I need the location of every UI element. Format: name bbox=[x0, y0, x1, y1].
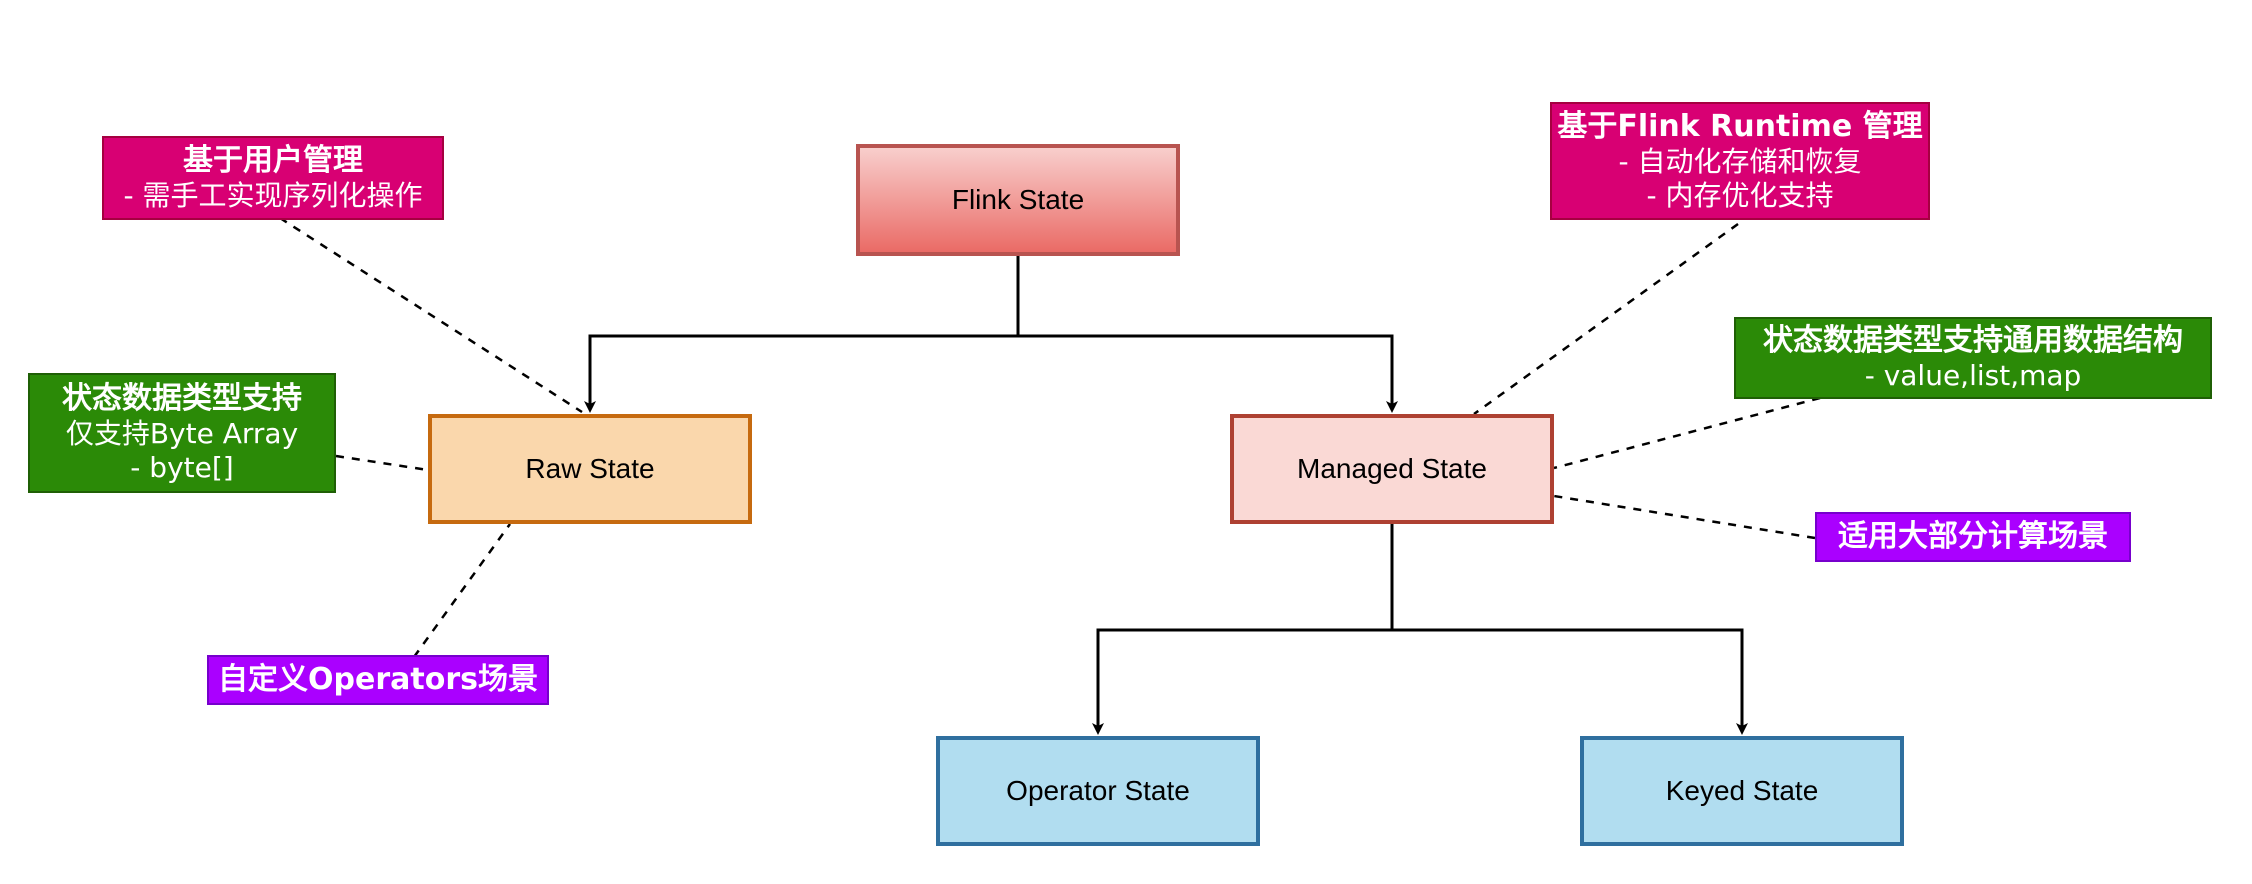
flink-state-label: Flink State bbox=[951, 184, 1085, 215]
note-runtime-managed-title: 基于Flink Runtime 管理 bbox=[1557, 108, 1923, 144]
managed-state-node[interactable]: Managed State bbox=[1230, 414, 1554, 524]
note-runtime-managed-line1: - 自动化存储和恢复 bbox=[1618, 145, 1862, 179]
note-raw-types-line1: 仅支持Byte Array bbox=[65, 417, 299, 451]
note-managed-types-line1: - value,list,map bbox=[1864, 359, 2082, 393]
note-general-use-title: 适用大部分计算场景 bbox=[1838, 518, 2108, 554]
note-user-managed-title: 基于用户管理 bbox=[183, 142, 363, 178]
link-runtime-to-managed bbox=[1473, 222, 1739, 416]
note-user-managed-line1: - 需手工实现序列化操作 bbox=[123, 179, 423, 213]
edge-flink-to-raw bbox=[584, 256, 1020, 413]
note-custom-operators[interactable]: 自定义Operators场景 bbox=[207, 655, 549, 705]
operator-state-node[interactable]: Operator State bbox=[936, 736, 1260, 846]
flink-state-node[interactable]: Flink State bbox=[856, 144, 1180, 256]
managed-state-label: Managed State bbox=[1297, 453, 1487, 484]
edge-managed-to-keyed bbox=[1392, 628, 1748, 735]
note-raw-types[interactable]: 状态数据类型支持 仅支持Byte Array - byte[] bbox=[28, 373, 336, 493]
note-managed-types[interactable]: 状态数据类型支持通用数据结构 - value,list,map bbox=[1734, 317, 2212, 399]
note-raw-types-title: 状态数据类型支持 bbox=[62, 380, 302, 416]
link-mgtypes-to-managed bbox=[1553, 396, 1821, 470]
keyed-state-node[interactable]: Keyed State bbox=[1580, 736, 1904, 846]
note-user-managed[interactable]: 基于用户管理 - 需手工实现序列化操作 bbox=[102, 136, 444, 220]
link-rawtypes-to-raw bbox=[335, 454, 429, 472]
edge-managed-to-operator bbox=[1092, 524, 1394, 735]
raw-state-node[interactable]: Raw State bbox=[428, 414, 752, 524]
note-raw-types-line2: - byte[] bbox=[130, 451, 234, 485]
note-custom-operators-title: 自定义Operators场景 bbox=[218, 661, 538, 697]
raw-state-label: Raw State bbox=[525, 453, 655, 484]
keyed-state-label: Keyed State bbox=[1665, 775, 1819, 806]
edge-flink-to-managed bbox=[1018, 334, 1398, 413]
note-general-use[interactable]: 适用大部分计算场景 bbox=[1815, 512, 2131, 562]
note-managed-types-title: 状态数据类型支持通用数据结构 bbox=[1763, 322, 2183, 358]
link-custom-to-raw bbox=[412, 523, 512, 658]
link-user-to-raw bbox=[279, 216, 583, 414]
operator-state-label: Operator State bbox=[1006, 775, 1190, 806]
note-runtime-managed[interactable]: 基于Flink Runtime 管理 - 自动化存储和恢复 - 内存优化支持 bbox=[1550, 102, 1930, 220]
link-general-to-managed bbox=[1553, 494, 1816, 540]
note-runtime-managed-line2: - 内存优化支持 bbox=[1646, 179, 1834, 213]
